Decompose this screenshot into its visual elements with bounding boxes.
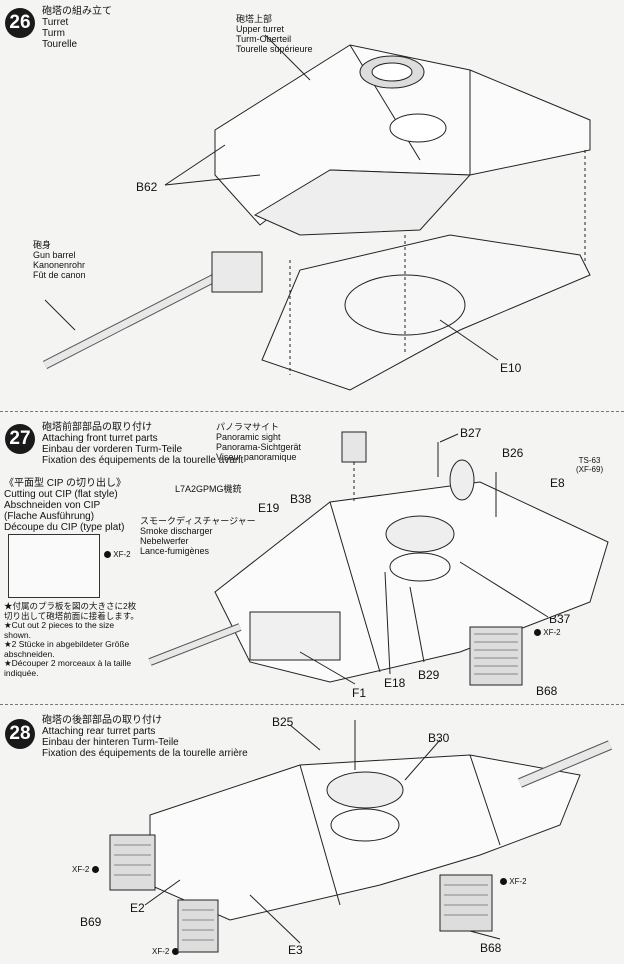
step-28-panel: 28 砲塔の後部部品の取り付け Attaching rear turret pa… [0,705,624,964]
ts63-paint: TS-63 (XF-69) [576,456,604,474]
step-28-titles: 砲塔の後部部品の取り付け Attaching rear turret parts… [42,715,248,759]
step-27-number: 27 [5,424,35,454]
cip-paint: XF-2 [104,550,131,559]
part-e2: E2 [130,901,145,915]
part-e8: E8 [550,476,565,490]
step-27-title-jp: 砲塔前部部品の取り付け [42,422,152,433]
part-b62: B62 [136,180,158,194]
step-27-titles: 砲塔前部部品の取り付け Attaching front turret parts… [42,422,243,466]
step-26-title-de: Turm [42,28,65,39]
turret-drawing-27 [148,431,609,686]
step-26-title-en: Turret [42,17,69,28]
part-b68-rear: B68 [480,941,502,955]
step-26-number: 26 [5,8,35,38]
part-e19: E19 [258,501,280,515]
part-b25: B25 [272,715,294,729]
step-26-title-jp: 砲塔の組み立て [42,6,112,17]
xf2-paint-bottom: XF-2 [152,947,179,956]
turret-drawing-26 [42,34,591,391]
step-27-title-fr: Fixation des équipements de la tourelle … [42,455,244,466]
gun-barrel-callout: 砲身 Gun barrel Kanonenrohr Fût de canon [33,240,86,280]
upper-turret-callout: 砲塔上部 Upper turret Turm-Oberteil Tourelle… [236,14,313,54]
step-26-title-fr: Tourelle [42,39,78,50]
step-26-titles: 砲塔の組み立て Turret Turm Tourelle [42,6,112,50]
part-b26: B26 [502,446,524,460]
xf2-paint-left: XF-2 [72,865,99,874]
part-b30: B30 [428,731,450,745]
panoramic-sight-callout: パノラマサイト Panoramic sight Panorama-Sichtge… [216,422,302,462]
turret-drawing-28 [109,720,612,953]
part-e3: E3 [288,943,303,957]
divider-1 [0,411,624,412]
smoke-discharger-callout: スモークディスチャージャー Smoke discharger Nebelwerf… [140,516,256,556]
machine-gun-callout: L7A2GPMG機銃 [175,484,242,494]
step-26-panel: 26 砲塔の組み立て Turret Turm Tourelle 砲塔上部 Upp… [0,0,624,410]
part-f1: F1 [352,686,367,700]
part-e18: E18 [384,676,406,690]
step-27-title-en: Attaching front turret parts [42,433,158,444]
step-28-title-jp: 砲塔の後部部品の取り付け [42,715,162,726]
part-b68-front: B68 [536,684,558,698]
step-28-title-de: Einbau der hinteren Turm-Teile [42,737,179,748]
step-28-title-fr: Fixation des équipements de la tourelle … [42,748,248,759]
cip-notes: ★付属のプラ板を図の大きさに2枚 切り出して砲塔前面に接着します。 ★Cut o… [4,601,139,678]
step-27-panel: 27 砲塔前部部品の取り付け Attaching front turret pa… [0,412,624,702]
part-b38: B38 [290,492,312,506]
xf2-paint-right: XF-2 [500,877,527,886]
step-27-title-de: Einbau der vorderen Turm-Teile [42,444,183,455]
part-e10: E10 [500,361,522,375]
step-28-title-en: Attaching rear turret parts [42,726,156,737]
part-b29: B29 [418,668,440,682]
b68-front-paint: XF-2 [534,628,561,637]
part-b27: B27 [460,426,482,440]
part-b69: B69 [80,915,102,929]
divider-2 [0,704,624,705]
cip-heading: 《平面型 CIP の切り出し》 Cutting out CIP (flat st… [4,478,127,533]
cip-template-shape [8,534,100,598]
step-28-number: 28 [5,719,35,749]
